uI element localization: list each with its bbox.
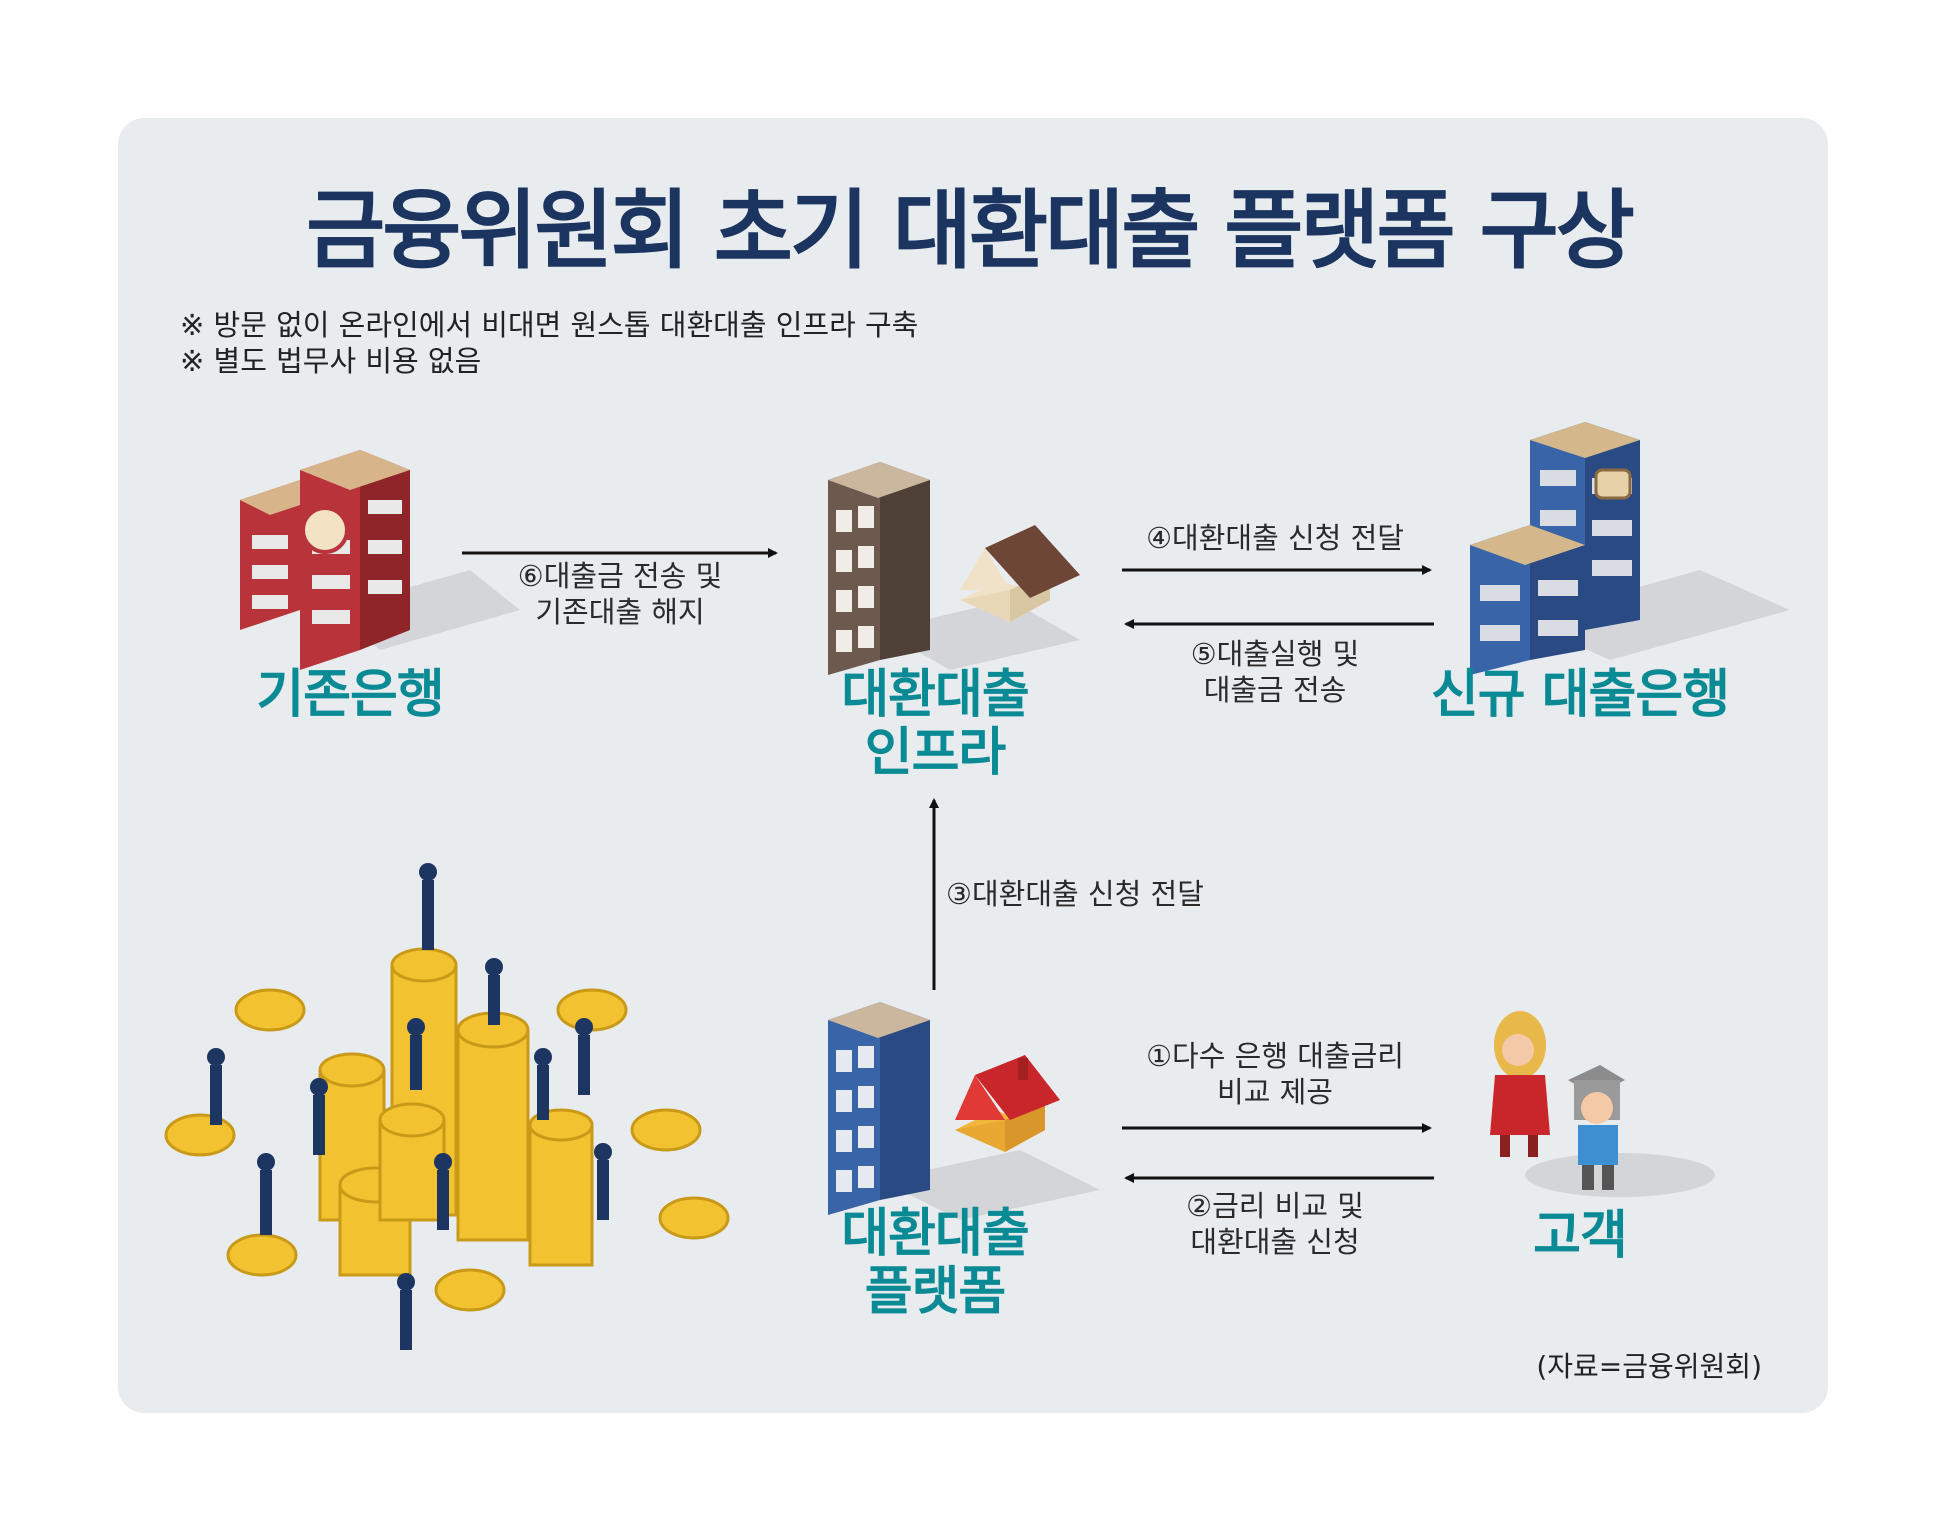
node-customer: 고객 bbox=[1533, 1206, 1628, 1266]
step-6-line2: 기존대출 해지 bbox=[535, 595, 705, 629]
customer-couple-icon bbox=[1490, 1011, 1715, 1197]
step-1-line2: 비교 제공 bbox=[1217, 1075, 1333, 1109]
node-existing-bank: 기존은행 bbox=[256, 665, 444, 725]
brown-building-icon bbox=[828, 462, 1080, 675]
node-platform-line1: 대환대출 bbox=[841, 1204, 1029, 1264]
red-bank-building-icon bbox=[240, 450, 520, 670]
step-6-line1: ⑥대출금 전송 및 bbox=[517, 559, 723, 593]
step-1-line1: ①다수 은행 대출금리 bbox=[1146, 1039, 1404, 1073]
source-credit: (자료=금융위원회) bbox=[1536, 1350, 1762, 1383]
platform-building-icon bbox=[828, 1002, 1100, 1220]
step-5-line2: 대출금 전송 bbox=[1203, 673, 1347, 707]
node-new-bank: 신규 대출은행 bbox=[1430, 665, 1730, 725]
step-3: ③대환대출 신청 전달 bbox=[946, 877, 1204, 911]
node-platform-line2: 플랫폼 bbox=[864, 1262, 1007, 1322]
step-2-line1: ②금리 비교 및 bbox=[1186, 1189, 1364, 1223]
note-2: ※ 별도 법무사 비용 없음 bbox=[180, 344, 482, 378]
page-title: 금융위원회 초기 대환대출 플랫폼 구상 bbox=[306, 181, 1635, 281]
node-infra-line1: 대환대출 bbox=[841, 665, 1029, 725]
red-house-icon bbox=[955, 1055, 1060, 1152]
step-4: ④대환대출 신청 전달 bbox=[1146, 521, 1404, 555]
house-icon bbox=[960, 525, 1080, 622]
step-5-line1: ⑤대출실행 및 bbox=[1190, 637, 1360, 671]
blue-bank-building-icon bbox=[1470, 422, 1790, 675]
note-1: ※ 방문 없이 온라인에서 비대면 원스톱 대환대출 인프라 구축 bbox=[180, 308, 919, 342]
coin-stacks-illustration bbox=[164, 863, 730, 1350]
node-infra-line2: 인프라 bbox=[864, 723, 1007, 783]
step-2-line2: 대환대출 신청 bbox=[1190, 1225, 1360, 1259]
